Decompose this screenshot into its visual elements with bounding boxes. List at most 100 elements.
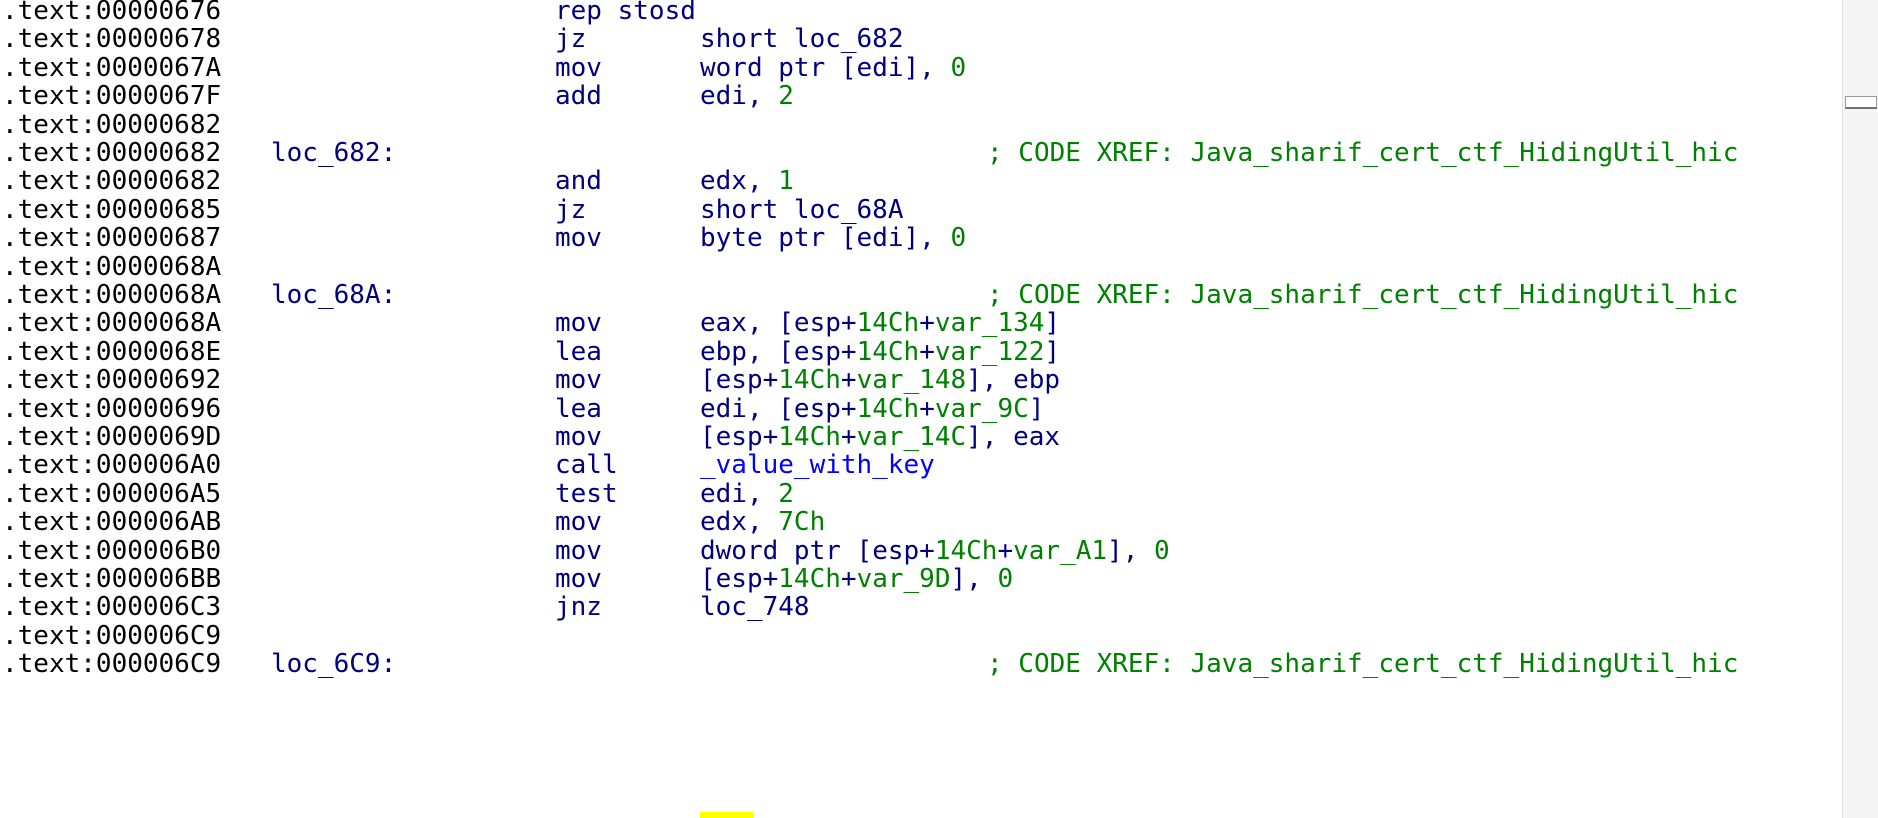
instruction-operands: _value_with_key (700, 450, 935, 480)
line-address: .text:000006BB (2, 564, 222, 594)
line-address: .text:0000068A (2, 280, 222, 310)
operand-token[interactable]: var_A1 (1013, 535, 1108, 566)
listing-line[interactable]: .text:0000068A loc_68A: ; CODE XREF: Java_… (0, 280, 1843, 314)
operand-token: , (981, 365, 1014, 396)
line-address: .text:0000068A (2, 308, 222, 339)
operand-token: edi (700, 393, 747, 424)
operand-token: , (746, 478, 779, 509)
operand-token[interactable]: var_9D (856, 564, 951, 594)
operand-token: byte ptr (700, 223, 841, 254)
operand-token: 2 (778, 478, 794, 509)
operand-token: eax (700, 308, 747, 339)
instruction-mnemonic: mov (555, 365, 602, 396)
code-label[interactable]: loc_6C9: (271, 649, 397, 680)
operand-token: , (746, 81, 779, 112)
operand-token: 14Ch (856, 336, 920, 367)
listing-line[interactable]: .text:000006C9 (0, 621, 1843, 655)
instruction-operands: short loc_682 (700, 24, 904, 54)
operand-token: , (1122, 535, 1154, 566)
operand-token: ebp (700, 336, 747, 367)
operand-token: , (746, 507, 779, 538)
operand-token: ] (1028, 393, 1045, 424)
operand-token[interactable]: var_148 (856, 365, 967, 396)
operand-token: , (746, 308, 779, 339)
instruction-mnemonic: lea (555, 393, 602, 424)
operand-token: + (919, 308, 935, 339)
operand-token: dword ptr (700, 535, 857, 566)
operand-token: [esp+ (700, 365, 779, 396)
operand-token: , (746, 393, 779, 424)
operand-token[interactable]: var_14C (856, 422, 967, 452)
operand-token: edx (700, 166, 747, 197)
operand-token: ] (1107, 535, 1123, 566)
line-address: .text:00000676 (2, 0, 222, 26)
operand-token: [esp+ (700, 564, 779, 594)
operand-token: ] (966, 365, 982, 396)
operand-token: [esp+ (778, 336, 857, 367)
code-label[interactable]: loc_68A: (271, 280, 397, 310)
operand-token[interactable]: var_122 (934, 336, 1045, 367)
operand-token: edi (700, 478, 747, 509)
instruction-mnemonic: mov (555, 422, 602, 452)
vertical-scrollbar[interactable] (1842, 0, 1878, 818)
xref-comment[interactable]: ; CODE XREF: Java_sharif_cert_ctf_Hiding… (987, 280, 1739, 310)
operand-token: [esp+ (856, 535, 935, 566)
operand-token: , (746, 336, 779, 367)
instruction-operands: [esp+14Ch+var_148], ebp (700, 365, 1060, 395)
operand-token: , (919, 223, 951, 254)
instruction-mnemonic: and (555, 166, 602, 197)
operand-token: word ptr (700, 52, 841, 83)
operand-token[interactable]: var_9C (934, 393, 1029, 424)
instruction-mnemonic: jz (555, 24, 587, 55)
operand-token[interactable]: _value_with_key (700, 450, 935, 481)
operand-token[interactable]: short loc_68A (700, 194, 904, 225)
instruction-mnemonic: lea (555, 336, 602, 367)
operand-token: + (919, 393, 935, 424)
xref-comment[interactable]: ; CODE XREF: Java_sharif_cert_ctf_Hiding… (987, 649, 1739, 680)
code-label[interactable]: loc_682: (271, 138, 397, 168)
instruction-mnemonic: mov (555, 223, 602, 254)
operand-token[interactable]: var_134 (934, 308, 1045, 339)
operand-token[interactable]: loc_748 (700, 592, 810, 623)
operand-token: + (840, 422, 857, 452)
listing-line[interactable]: .text:00000682 (0, 110, 1843, 144)
xref-comment[interactable]: ; CODE XREF: Java_sharif_cert_ctf_Hiding… (987, 138, 1739, 168)
operand-token: 14Ch (934, 535, 998, 566)
operand-token: ] (1044, 308, 1061, 339)
instruction-operands: edi, 2 (700, 479, 794, 509)
operand-token: 14Ch (778, 564, 841, 594)
instruction-operands: dword ptr [esp+14Ch+var_A1], 0 (700, 536, 1170, 566)
instruction-operands: edx, 7Ch (700, 507, 825, 537)
operand-token: 14Ch (778, 365, 841, 396)
instruction-mnemonic: mov (555, 507, 602, 538)
operand-token[interactable]: short loc_682 (700, 24, 904, 55)
scrollbar-thumb[interactable] (1845, 96, 1877, 109)
instruction-mnemonic: mov (555, 52, 602, 83)
instruction-operands: [esp+14Ch+var_14C], eax (700, 422, 1060, 452)
listing-line[interactable]: .text:0000068A (0, 252, 1843, 286)
operand-token: 0 (997, 564, 1014, 594)
operand-token: , (966, 564, 998, 594)
operand-token: ] (950, 564, 967, 594)
